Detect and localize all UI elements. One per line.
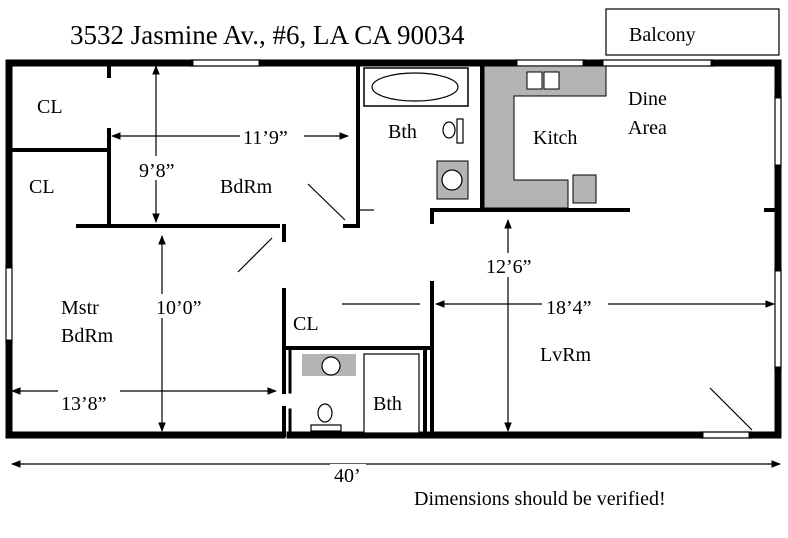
closet-label: CL bbox=[293, 313, 319, 335]
bath-label: Bth bbox=[373, 393, 402, 415]
verification-note: Dimensions should be verified! bbox=[414, 488, 666, 510]
interior-walls bbox=[7, 61, 780, 437]
dimension-label: 10’0” bbox=[156, 297, 202, 319]
dimension-label: 12’6” bbox=[486, 256, 532, 278]
dimension-label: 18’4” bbox=[546, 297, 592, 319]
stove-icon bbox=[572, 174, 597, 204]
bedroom-label: BdRm bbox=[220, 176, 273, 198]
kitchen-label: Kitch bbox=[533, 127, 577, 149]
dining-label: Dine bbox=[628, 88, 667, 110]
toilet-icon bbox=[442, 118, 464, 144]
bathroom-sink-icon bbox=[436, 160, 469, 200]
dining-label: Area bbox=[628, 117, 667, 139]
exterior-walls bbox=[5, 59, 782, 439]
address-title: 3532 Jasmine Av., #6, LA CA 90034 bbox=[70, 20, 465, 50]
master-bedroom-label: Mstr bbox=[61, 297, 99, 319]
shower-stall bbox=[363, 353, 420, 434]
overall-dimension-label: 40’ bbox=[334, 465, 361, 487]
master-bedroom-label: BdRm bbox=[61, 325, 114, 347]
windows bbox=[5, 59, 782, 439]
bathroom-sink-icon bbox=[302, 354, 356, 376]
dimension-label: 13’8” bbox=[61, 393, 107, 415]
toilet-icon bbox=[310, 403, 342, 432]
closet-label: CL bbox=[37, 96, 63, 118]
closet-label: CL bbox=[29, 176, 55, 198]
living-room-label: LvRm bbox=[540, 344, 592, 366]
balcony-box bbox=[605, 8, 780, 56]
balcony-label: Balcony bbox=[629, 24, 696, 46]
dimension-label: 11’9” bbox=[243, 127, 288, 149]
bathtub-icon bbox=[363, 67, 469, 107]
kitchen-counter bbox=[483, 65, 607, 209]
dimension-label: 9’8” bbox=[139, 160, 175, 182]
sink-icon bbox=[526, 71, 560, 90]
bath-label: Bth bbox=[388, 121, 417, 143]
